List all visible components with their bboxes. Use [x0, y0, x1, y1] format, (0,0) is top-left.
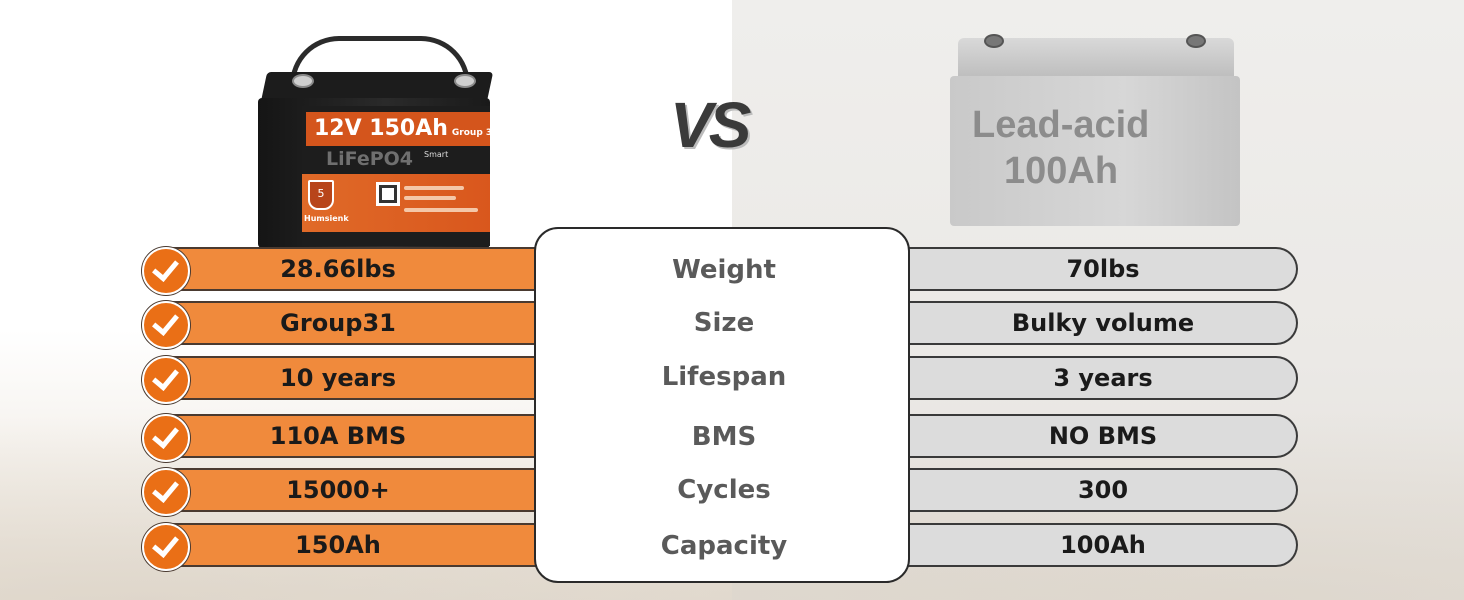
battery-brand: Humsienk: [304, 214, 349, 223]
checkmark-icon: [142, 301, 190, 349]
left-value: 15000+: [286, 476, 390, 504]
lead-acid-capacity: 100Ah: [1004, 150, 1119, 192]
left-value: Group31: [280, 309, 396, 337]
left-row-weight: 28.66lbs: [142, 247, 552, 295]
left-row-bms: 110A BMS: [142, 414, 552, 462]
battery-capacity-text: 12V 150Ah: [314, 116, 448, 141]
qr-code-icon: [376, 182, 400, 206]
left-row-cycles: 15000+: [142, 468, 552, 516]
label-capacity: Capacity: [660, 531, 788, 561]
warranty-shield-icon: 5: [308, 180, 334, 210]
left-row-size: Group31: [142, 301, 552, 349]
right-row-lifespan: 3 years: [890, 356, 1298, 400]
checkmark-icon: [142, 247, 190, 295]
right-value: 3 years: [1053, 364, 1153, 392]
lead-acid-label: Lead-acid: [972, 104, 1150, 146]
right-value: 300: [1077, 476, 1129, 504]
left-value: 110A BMS: [269, 422, 407, 450]
label-text-line: [404, 208, 478, 212]
left-value: 28.66lbs: [280, 255, 396, 283]
right-row-cycles: 300: [890, 468, 1298, 512]
checkmark-icon: [142, 414, 190, 462]
smart-badge: Smart: [424, 150, 449, 159]
vs-text: VS: [670, 89, 751, 161]
label-weight: Weight: [672, 255, 776, 285]
right-value: 70lbs: [1066, 255, 1140, 283]
label-bms: BMS: [691, 422, 757, 452]
label-cycles: Cycles: [677, 475, 771, 505]
battery-chemistry-text: LiFePO4: [326, 148, 414, 170]
left-value: 150Ah: [295, 531, 381, 559]
comparison-labels-panel: Weight Size Lifespan BMS Cycles Capacity: [534, 227, 910, 583]
battery-body: [950, 76, 1240, 226]
checkmark-icon: [142, 356, 190, 404]
right-value: NO BMS: [1048, 422, 1158, 450]
right-row-weight: 70lbs: [890, 247, 1298, 291]
label-text-line: [404, 186, 464, 190]
battery-group-text: Group 31: [451, 128, 499, 138]
lead-acid-battery-image: Lead-acid 100Ah: [950, 30, 1240, 226]
right-value: 100Ah: [1060, 531, 1146, 559]
left-row-capacity: 150Ah: [142, 523, 552, 571]
terminal-icon: [292, 74, 314, 88]
left-value: 10 years: [280, 364, 396, 392]
terminal-icon: [454, 74, 476, 88]
checkmark-icon: [142, 468, 190, 516]
label-lifespan: Lifespan: [661, 362, 787, 392]
label-size: Size: [693, 308, 755, 338]
right-row-capacity: 100Ah: [890, 523, 1298, 567]
right-row-size: Bulky volume: [890, 301, 1298, 345]
right-value: Bulky volume: [1011, 309, 1195, 337]
checkmark-icon: [142, 523, 190, 571]
right-row-bms: NO BMS: [890, 414, 1298, 458]
left-row-lifespan: 10 years: [142, 356, 552, 404]
terminal-icon: [984, 34, 1004, 48]
terminal-icon: [1186, 34, 1206, 48]
label-text-line: [404, 196, 456, 200]
